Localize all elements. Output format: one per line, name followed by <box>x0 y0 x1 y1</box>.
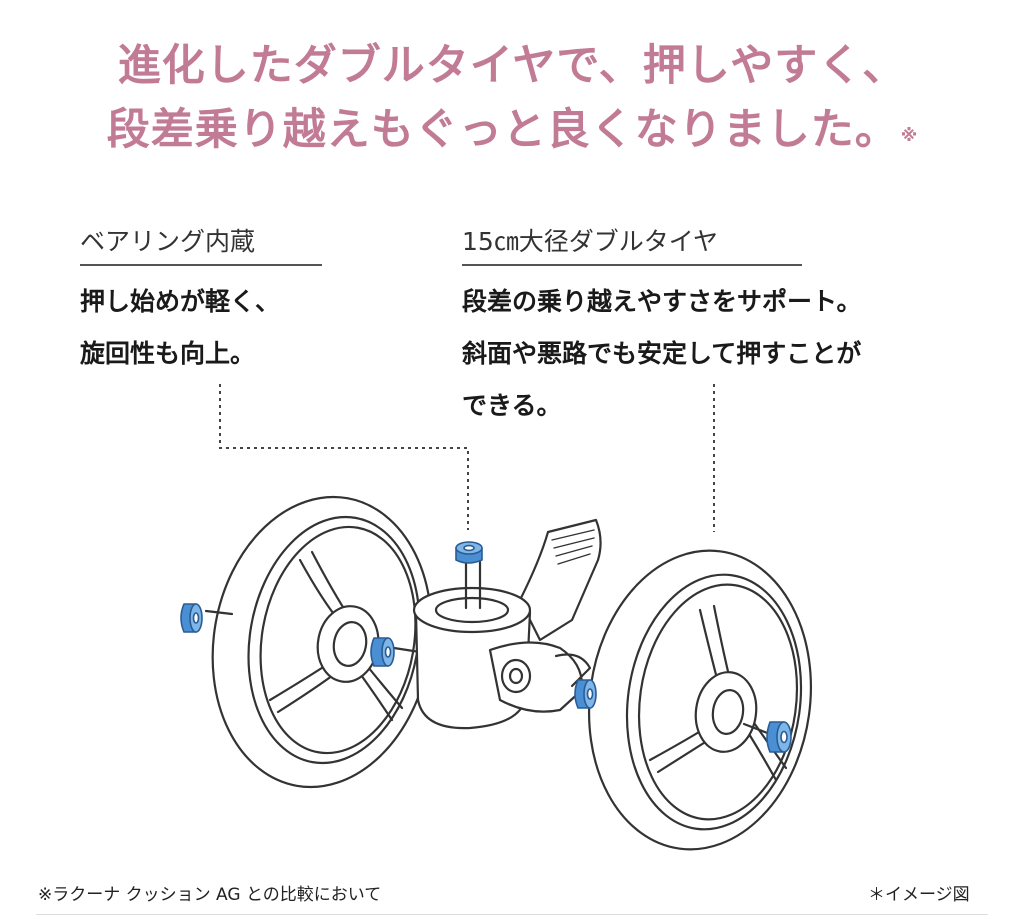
bearing-left-inner <box>370 637 395 667</box>
bearing-top <box>455 541 483 564</box>
bearing-left-outer <box>180 603 203 633</box>
headline-note-mark: ※ <box>900 126 918 146</box>
leader-line-bearing <box>219 384 469 530</box>
caster-fork <box>412 518 622 730</box>
feature-title-double-tire: 15㎝大径ダブルタイヤ <box>462 226 802 266</box>
image-footnote: ＊イメージ図 <box>868 885 970 905</box>
right-wheel <box>587 549 813 851</box>
headline-line-1: 進化したダブルタイヤで、押しやすく、 <box>117 41 907 91</box>
feature-desc-bearing: 押し始めが軽く、 旋回性も向上。 <box>80 276 280 380</box>
feature-desc-bearing-line-2: 旋回性も向上。 <box>80 339 256 368</box>
feature-desc-double-tire-line-1: 段差の乗り越えやすさをサポート。 <box>462 287 862 316</box>
feature-title-bearing: ベアリング内蔵 <box>80 226 322 266</box>
feature-desc-double-tire: 段差の乗り越えやすさをサポート。 斜面や悪路でも安定して押すことが できる。 <box>462 276 862 432</box>
left-wheel <box>204 495 433 789</box>
bearing-right-inner <box>574 679 597 709</box>
bearing-right-outer <box>766 721 792 753</box>
headline: 進化したダブルタイヤで、押しやすく、 段差乗り越えもぐっと良くなりました。※ <box>0 34 1024 162</box>
feature-desc-double-tire-line-2: 斜面や悪路でも安定して押すことが <box>462 339 862 368</box>
headline-line-2: 段差乗り越えもぐっと良くなりました。※ <box>0 98 1024 162</box>
feature-desc-bearing-line-1: 押し始めが軽く、 <box>80 287 281 316</box>
bearing-washers <box>180 541 792 753</box>
bottom-divider <box>36 914 988 915</box>
feature-desc-double-tire-line-3: できる。 <box>462 391 562 420</box>
comparison-footnote: ※ラクーナ クッション AG との比較において <box>38 885 382 905</box>
headline-line-2-text: 段差乗り越えもぐっと良くなりました。 <box>106 105 899 155</box>
